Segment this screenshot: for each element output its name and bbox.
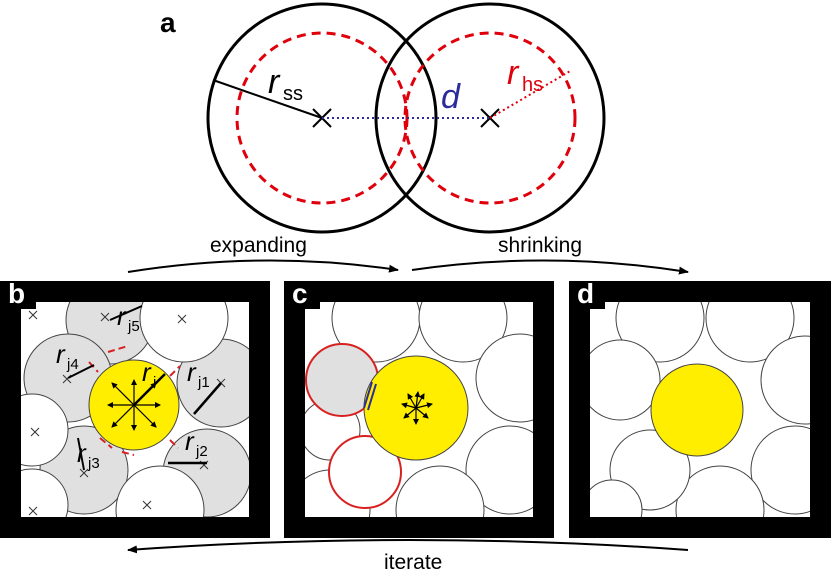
- panel-letter-b: b: [8, 278, 25, 309]
- svg-text:j5: j5: [127, 318, 140, 335]
- radius-hs-line: [489, 69, 573, 119]
- particle-white: [705, 302, 795, 363]
- particle-white: [675, 465, 765, 517]
- svg-text:j3: j3: [87, 455, 100, 472]
- particle-white: [395, 465, 485, 517]
- particle-white: [139, 302, 229, 363]
- flow-arrows: expanding shrinking iterate: [127, 234, 689, 574]
- label-r-j3: r j3: [77, 438, 100, 472]
- svg-text:j1: j1: [197, 374, 210, 391]
- label-r-ss: r ss: [268, 63, 303, 105]
- radius-j1-line: [193, 382, 222, 415]
- hard-sphere-right: [403, 31, 577, 205]
- particle-white: [465, 425, 533, 515]
- svg-text:r: r: [507, 54, 520, 92]
- svg-text:hs: hs: [522, 74, 543, 96]
- label-r-j4: r j4: [56, 339, 79, 373]
- particle-white: [21, 393, 69, 467]
- shrink-arrows: [401, 391, 433, 425]
- overlap-marks: [363, 381, 377, 411]
- svg-text:r: r: [185, 426, 195, 456]
- soft-sphere-right: [374, 2, 606, 234]
- panel-d: d: [569, 278, 831, 538]
- particle-white: [590, 339, 661, 421]
- svg-text:ss: ss: [283, 83, 303, 105]
- svg-text:r: r: [117, 301, 127, 331]
- label-r-hs: r hs: [507, 54, 543, 96]
- label-expanding: expanding: [210, 234, 307, 257]
- svg-text:i: i: [153, 374, 156, 391]
- svg-text:j2: j2: [195, 443, 208, 460]
- radius-i-line: [133, 373, 166, 406]
- panel-letter-c: c: [292, 278, 308, 309]
- soft-sphere-left: [206, 2, 438, 234]
- svg-text:j4: j4: [66, 356, 79, 373]
- arrow-iterate: [127, 539, 689, 554]
- label-r-i: r i: [142, 357, 156, 391]
- panel-letter-d: d: [577, 278, 594, 309]
- particle-i-final: [650, 363, 744, 457]
- panel-letter-a: a: [160, 7, 176, 38]
- svg-text:r: r: [142, 357, 152, 387]
- panel-c: c: [284, 278, 554, 538]
- svg-text:r: r: [77, 438, 87, 468]
- particle-white: [21, 468, 69, 517]
- label-iterate: iterate: [384, 551, 442, 574]
- label-r-j2: r j2: [185, 426, 208, 460]
- particle-white: [590, 479, 643, 517]
- arrow-shrinking: [411, 259, 689, 275]
- radius-j3-line: [77, 437, 85, 471]
- particle-white: [475, 333, 533, 423]
- svg-text:r: r: [187, 357, 197, 387]
- radius-j4-line: [67, 364, 95, 379]
- particle-white: [418, 302, 508, 363]
- arrow-expanding: [127, 259, 399, 273]
- label-r-j1: r j1: [187, 357, 210, 391]
- radius-ss-line: [212, 79, 323, 119]
- label-r-j5: r j5: [117, 301, 140, 335]
- particle-white: [760, 335, 810, 425]
- particle-white: [115, 465, 205, 517]
- label-d: d: [441, 78, 461, 116]
- panel-b: r j5 r j4 r i r j1 r j2 r j3: [0, 278, 270, 538]
- radius-j5-line: [109, 305, 143, 321]
- svg-text:r: r: [56, 339, 66, 369]
- particle-white: [750, 425, 810, 515]
- contact-marks: [88, 345, 181, 456]
- overlap-neighbor-white: [328, 435, 402, 509]
- label-shrinking: shrinking: [498, 234, 582, 257]
- center-crosses-b: [28, 310, 226, 516]
- panel-a: a d r ss r hs: [160, 2, 606, 234]
- svg-text:r: r: [268, 63, 281, 101]
